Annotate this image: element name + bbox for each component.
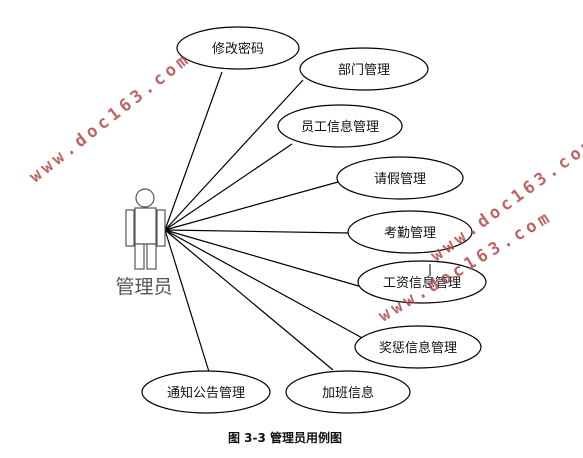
association-reward-punishment-management — [164, 229, 367, 341]
use-case-ellipse — [347, 210, 473, 254]
actor-right-leg — [146, 243, 157, 270]
association-change-password — [164, 71, 223, 231]
use-case-change-password: 修改密码 — [176, 26, 300, 70]
association-attendance-management — [164, 229, 351, 234]
association-notice-announcement-management — [164, 229, 211, 376]
association-overtime-info — [164, 229, 334, 371]
association-salary-info-management — [164, 229, 363, 288]
association-employee-info-management — [164, 143, 293, 231]
use-case-notice-announcement-management: 通知公告管理 — [141, 370, 271, 414]
use-case-ellipse — [354, 325, 482, 369]
use-case-ellipse — [357, 260, 487, 304]
use-case-leave-management: 请假管理 — [336, 156, 464, 200]
use-case-ellipse — [299, 47, 429, 91]
use-case-employee-info-management: 员工信息管理 — [277, 104, 403, 148]
use-case-overtime-info: 加班信息 — [285, 370, 411, 414]
use-case-label: 请假管理 — [374, 172, 426, 187]
association-lines — [164, 71, 367, 376]
actor-label: 管理员 — [115, 276, 172, 298]
use-case-label: 加班信息 — [322, 385, 374, 401]
actor-left-arm — [125, 209, 135, 247]
watermark: www.doc163.com — [26, 48, 195, 186]
use-case-department-management: 部门管理 — [299, 47, 429, 91]
use-case-label: 部门管理 — [338, 63, 390, 78]
actor-figure — [125, 188, 166, 270]
association-department-management — [164, 79, 304, 231]
use-case-ellipse — [176, 26, 300, 70]
use-case-label: 通知公告管理 — [167, 385, 245, 401]
use-case-ellipse — [336, 156, 464, 200]
use-case-label: 考勤管理 — [384, 226, 436, 241]
association-leave-management — [164, 181, 339, 231]
actor-right-arm — [156, 209, 166, 247]
use-case-salary-info-management: 工资信息管理 — [357, 260, 487, 304]
actor-head — [135, 188, 155, 208]
actor-body — [134, 207, 157, 245]
use-case-label: 修改密码 — [212, 41, 264, 57]
use-case-label: 工资信息管理 — [383, 275, 461, 291]
use-case-label: 员工信息管理 — [301, 119, 379, 135]
use-case-ellipse — [277, 104, 403, 148]
use-case-label: 奖惩信息管理 — [379, 340, 457, 356]
figure-caption: 图 3-3 管理员用例图 — [228, 430, 342, 445]
use-case-ellipse — [285, 370, 411, 414]
use-case-attendance-management: 考勤管理 — [347, 210, 473, 254]
use-case-reward-punishment-management: 奖惩信息管理 — [354, 325, 482, 369]
actor-left-leg — [134, 243, 145, 270]
use-case-ellipse — [141, 370, 271, 414]
